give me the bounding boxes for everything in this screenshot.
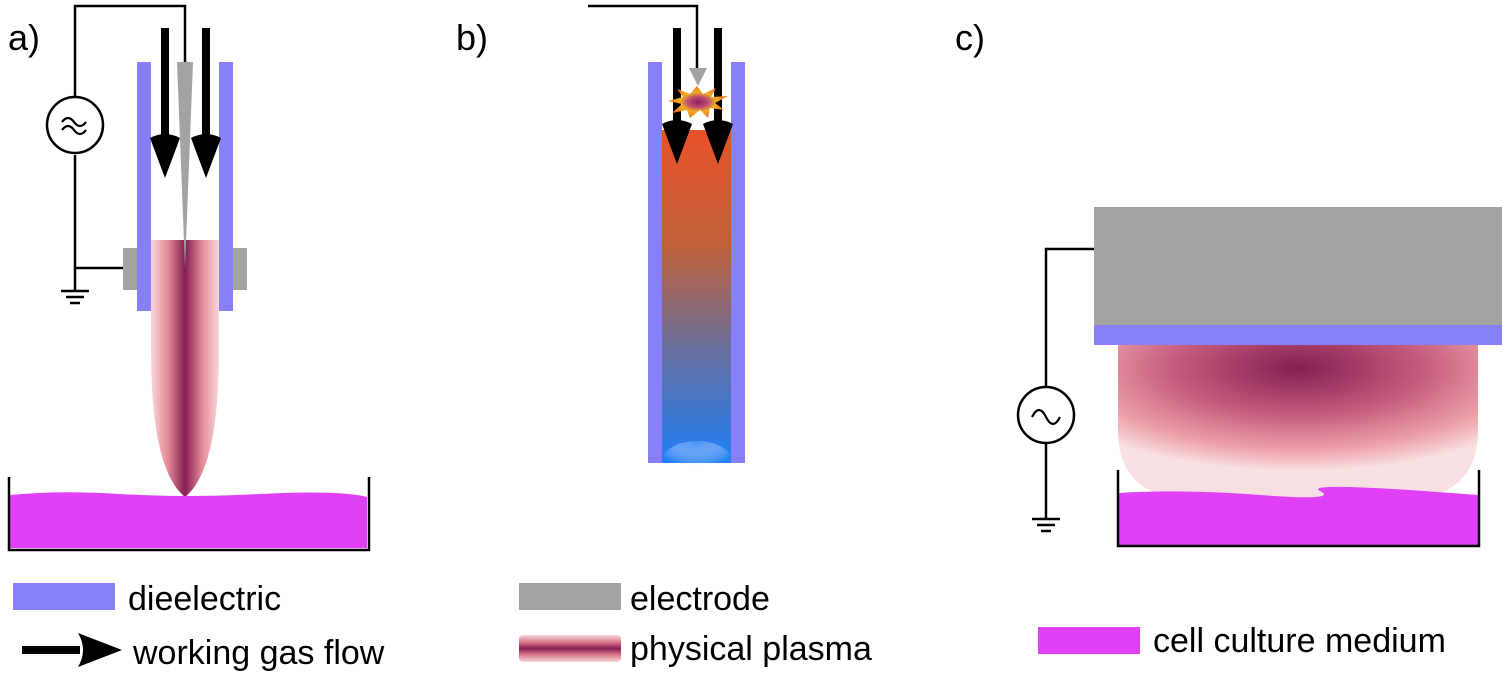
legend-label-plasma: physical plasma — [630, 630, 872, 668]
panel-a: a) — [7, 4, 371, 552]
petri-dish — [7, 477, 371, 552]
legend-item-gas-flow: working gas flow — [22, 633, 385, 672]
gas-flow-arrow — [191, 28, 221, 178]
panel-a-label: a) — [8, 17, 40, 58]
panel-c: c) — [955, 17, 1502, 548]
ac-source-icon — [45, 95, 105, 155]
dielectric-swatch — [13, 583, 115, 610]
legend-item-dielectric: dieelectric — [13, 580, 281, 618]
legend-label-gas-flow: working gas flow — [132, 634, 385, 672]
planar-electrode — [1094, 207, 1502, 326]
cell-culture-medium — [10, 492, 367, 548]
pin-electrode — [689, 68, 707, 86]
plasma-plume — [151, 240, 219, 497]
legend: dieelectric working gas flow electrode p… — [13, 580, 1446, 672]
ground-icon — [1032, 517, 1060, 533]
legend-item-medium: cell culture medium — [1038, 622, 1446, 660]
legend-label-dielectric: dieelectric — [128, 580, 281, 618]
dielectric-layer — [1094, 325, 1502, 345]
petri-dish — [1116, 470, 1481, 548]
ring-electrode-right — [233, 248, 247, 290]
plasma-jet-afterglow — [661, 441, 733, 485]
spark-discharge-icon — [668, 86, 728, 118]
ac-source-icon — [1016, 385, 1076, 445]
gas-flow-arrow — [150, 28, 180, 178]
dielectric-tube-left — [137, 62, 151, 311]
dielectric-tube-right — [219, 62, 233, 311]
legend-label-medium: cell culture medium — [1153, 622, 1446, 660]
cell-culture-medium — [1119, 486, 1478, 545]
gas-flow-arrow — [703, 28, 733, 164]
wire — [1044, 247, 1094, 387]
dielectric-tube-left — [648, 62, 662, 463]
legend-label-electrode: electrode — [630, 580, 770, 618]
wire — [73, 155, 123, 270]
wire — [588, 4, 699, 75]
plasma-discharge — [1118, 345, 1478, 498]
panel-c-label: c) — [955, 17, 985, 58]
plasma-swatch — [519, 635, 621, 662]
ring-electrode-left — [123, 248, 137, 290]
legend-item-plasma: physical plasma — [519, 630, 872, 668]
needle-electrode — [177, 62, 193, 268]
panel-b-label: b) — [456, 17, 488, 58]
wire — [73, 4, 187, 105]
plasma-jet-column — [662, 130, 731, 463]
electrode-swatch — [519, 583, 621, 610]
gas-flow-arrowhead-icon — [78, 633, 122, 667]
legend-item-electrode: electrode — [519, 580, 770, 618]
panel-b: b) — [456, 4, 745, 485]
ground-icon — [61, 289, 89, 305]
medium-swatch — [1038, 627, 1140, 654]
gas-flow-arrow-icon — [22, 646, 80, 654]
gas-flow-arrow — [662, 28, 692, 164]
dielectric-tube-right — [731, 62, 745, 463]
